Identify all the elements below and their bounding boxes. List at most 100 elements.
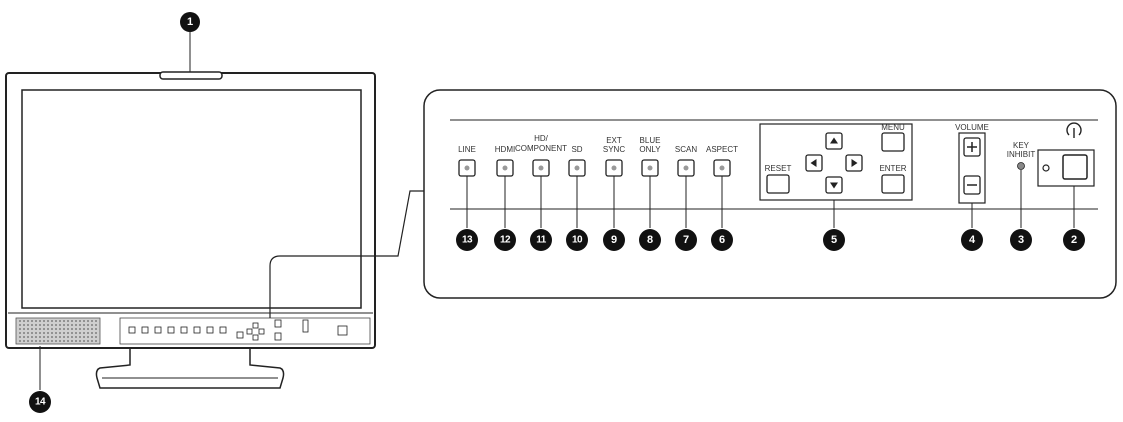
grille-dot — [91, 340, 93, 342]
grille-dot — [19, 320, 21, 322]
grille-dot — [55, 324, 57, 326]
grille-dot — [79, 332, 81, 334]
input-buttons: LINE HDMI HD/ COMPONENT SD EXT SYNC BLUE… — [458, 134, 738, 177]
grille-dot — [71, 328, 73, 330]
enter-label: ENTER — [879, 164, 906, 173]
mini-input-button — [141, 326, 149, 334]
grille-dot — [79, 320, 81, 322]
grille-dot — [23, 320, 25, 322]
svg-text:8: 8 — [647, 234, 653, 246]
mini-up-button — [252, 322, 259, 329]
aspect-button-led — [719, 165, 725, 171]
enlarged-panel: LINE HDMI HD/ COMPONENT SD EXT SYNC BLUE… — [423, 89, 1117, 299]
mini-menu-button — [274, 319, 282, 328]
hdmi-button-led — [502, 165, 508, 171]
grille-dot — [91, 328, 93, 330]
mini-input-button — [219, 326, 227, 334]
grille-dot — [27, 332, 29, 334]
grille-dot — [71, 320, 73, 322]
grille-dot — [35, 332, 37, 334]
grille-dot — [43, 336, 45, 338]
grille-dot — [43, 324, 45, 326]
left-arrow-icon — [810, 159, 817, 167]
mini-volume-buttons — [302, 319, 309, 333]
grille-dot — [59, 320, 61, 322]
grille-dot — [31, 336, 33, 338]
callout-13: 13 — [456, 229, 478, 251]
svg-text:7: 7 — [683, 234, 689, 246]
sd-label: SD — [571, 145, 582, 154]
grille-dot — [19, 336, 21, 338]
grille-dot — [95, 336, 97, 338]
power-switch[interactable] — [1062, 154, 1088, 180]
grille-dot — [27, 340, 29, 342]
grille-dot — [47, 332, 49, 334]
grille-dot — [83, 328, 85, 330]
speaker-dots — [19, 320, 97, 342]
grille-dot — [71, 340, 73, 342]
monitor-screen — [21, 89, 362, 309]
grille-dot — [67, 336, 69, 338]
grille-dot — [87, 324, 89, 326]
grille-dot — [47, 320, 49, 322]
line-button-led — [464, 165, 470, 171]
callout-10: 10 — [566, 229, 588, 251]
grille-dot — [19, 340, 21, 342]
grille-dot — [31, 328, 33, 330]
menu-button[interactable] — [881, 132, 905, 152]
grille-dot — [83, 332, 85, 334]
grille-dot — [83, 324, 85, 326]
svg-text:9: 9 — [611, 234, 617, 246]
grille-dot — [75, 332, 77, 334]
menu-label: MENU — [881, 123, 905, 132]
svg-text:5: 5 — [831, 234, 837, 246]
reset-label: RESET — [765, 164, 792, 173]
grille-dot — [63, 332, 65, 334]
mini-down-button — [252, 334, 259, 341]
mini-input-button — [154, 326, 162, 334]
grille-dot — [55, 336, 57, 338]
grille-dot — [75, 320, 77, 322]
grille-dot — [59, 332, 61, 334]
callout-1: 1 — [180, 12, 200, 32]
key-inhibit: KEY INHIBIT — [1007, 141, 1035, 170]
grille-dot — [75, 324, 77, 326]
svg-text:4: 4 — [969, 234, 976, 246]
sd-button-led — [574, 165, 580, 171]
grille-dot — [71, 324, 73, 326]
blue-only-label-2: ONLY — [639, 145, 661, 154]
callout-12: 12 — [494, 229, 516, 251]
grille-dot — [39, 340, 41, 342]
grille-dot — [95, 324, 97, 326]
grille-dot — [35, 324, 37, 326]
reset-button[interactable] — [766, 174, 790, 194]
power-indicator — [1042, 164, 1050, 172]
blue-only-button-led — [647, 165, 653, 171]
grille-dot — [63, 340, 65, 342]
svg-text:13: 13 — [462, 235, 473, 246]
power-control — [1037, 122, 1095, 187]
callout-14: 14 — [29, 391, 51, 413]
hd-component-label-1: HD/ — [534, 134, 549, 143]
grille-dot — [67, 340, 69, 342]
grille-dot — [39, 324, 41, 326]
grille-dot — [19, 328, 21, 330]
grille-dot — [63, 336, 65, 338]
svg-text:1: 1 — [187, 16, 193, 28]
grille-dot — [87, 332, 89, 334]
grille-dot — [67, 320, 69, 322]
grille-dot — [47, 324, 49, 326]
grille-dot — [31, 332, 33, 334]
grille-dot — [91, 324, 93, 326]
enter-button[interactable] — [881, 174, 905, 194]
hdmi-label: HDMI — [495, 145, 515, 154]
grille-dot — [59, 340, 61, 342]
svg-text:3: 3 — [1018, 234, 1024, 246]
grille-dot — [35, 340, 37, 342]
speaker-grille — [15, 317, 101, 345]
grille-dot — [83, 340, 85, 342]
grille-dot — [91, 332, 93, 334]
grille-dot — [39, 320, 41, 322]
callout-11: 11 — [530, 229, 552, 251]
